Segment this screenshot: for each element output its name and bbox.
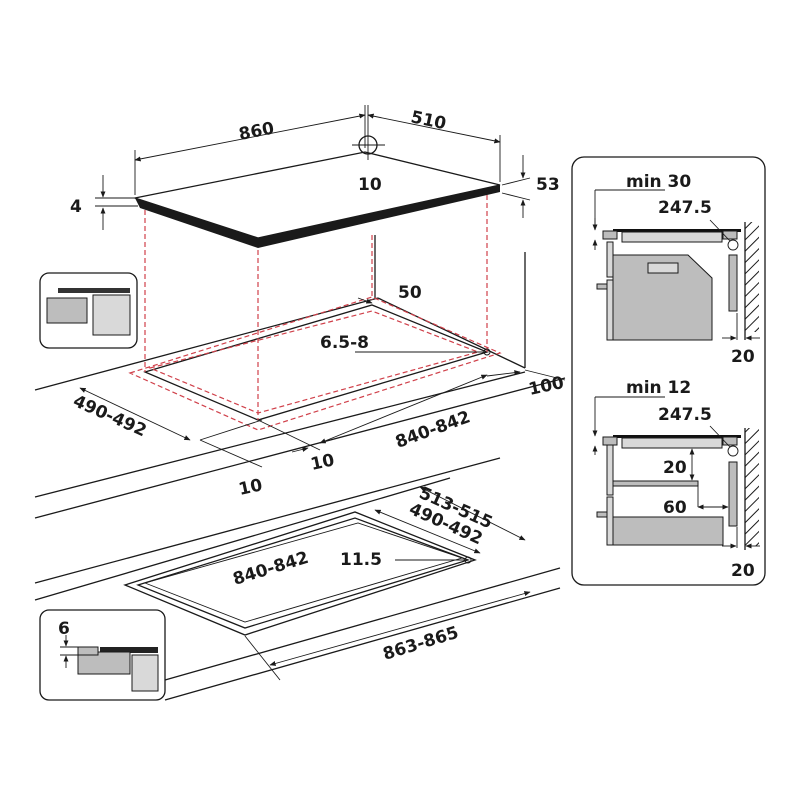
cutout-depth-label: 490-492 (70, 391, 149, 441)
recess-depth-label: 6 (58, 619, 70, 639)
oven-depth-label: 247.5 (658, 198, 712, 218)
back-gap-label: 100 (527, 373, 566, 400)
drawer-side-view (592, 396, 760, 550)
oven-wall-gap-label: 20 (731, 347, 755, 367)
glass-thickness-label: 4 (70, 197, 82, 217)
drawer-depth-label: 247.5 (658, 405, 712, 425)
side-gap-left-label: 10 (237, 475, 264, 500)
cutout-width-label: 840-842 (393, 407, 473, 452)
cutout-corner-radius-label: 6.5-8 (320, 333, 369, 353)
drawer-min-gap-label: min 12 (626, 378, 691, 398)
countertop-drawing (34, 195, 566, 519)
flush-mount-inset (39, 609, 166, 701)
hob-drawing (132, 105, 501, 248)
drawer-rear-gap-label: 60 (663, 498, 687, 518)
side-view-panel: min 30 247.5 20 (571, 156, 766, 586)
hob-height-label: 53 (536, 175, 560, 195)
wall-distance-label: 50 (398, 283, 422, 303)
width-dimension-line (134, 113, 366, 162)
drawer-wall-gap-label: 20 (731, 561, 755, 581)
oven-min-gap-label: min 30 (626, 172, 691, 192)
outer-width-label: 863-865 (381, 623, 461, 665)
hob-front-edge (135, 198, 258, 248)
hob-side-edge (258, 185, 500, 248)
hob-width-label: 860 (237, 118, 276, 144)
inner-width-label: 840-842 (231, 548, 311, 590)
side-gap-right-label: 10 (309, 450, 336, 475)
oven-side-view (592, 189, 760, 341)
flush-corner-radius-label: 11.5 (340, 550, 382, 570)
surface-mount-inset (39, 272, 138, 349)
drawer-gap-below-label: 20 (663, 458, 687, 478)
hob-depth-label: 510 (409, 107, 448, 134)
corner-offset-label: 10 (358, 175, 382, 195)
